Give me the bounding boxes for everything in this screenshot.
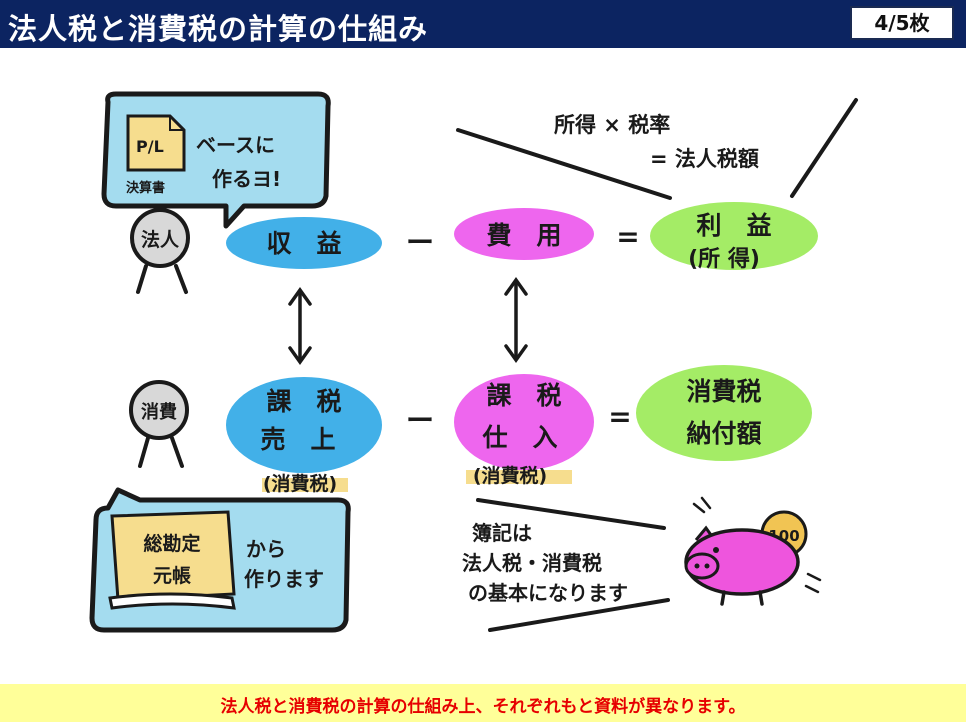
formula-note-line2: = 法人税額 (650, 147, 759, 171)
double-arrow-icon (288, 286, 312, 366)
highlight-mark (262, 478, 348, 492)
formula-note-line1: 所得 × 税率 (554, 113, 670, 137)
corporate-bubble-line2: 作るヨ! (212, 167, 281, 191)
expense-ellipse (454, 208, 594, 260)
double-arrow-icon (504, 276, 528, 364)
bookkeeping-note-line3: の基本になります (468, 581, 628, 605)
tax-calculation-diagram: P/L 決算書 ベースに 作るヨ! 法人 消費 総勘定 元帳 から 作ります 所… (89, 91, 858, 633)
ledger-book-line1: 総勘定 (143, 532, 200, 555)
page-title: 法人税と消費税の計算の仕組み (8, 12, 429, 46)
profit-label: 利 益 (696, 211, 771, 240)
consumption-bubble-line2: 作ります (244, 567, 324, 591)
title-bar: 法人税と消費税の計算の仕組み 4/5枚 (0, 0, 966, 48)
taxable-sales-line1: 課 税 (266, 387, 341, 416)
footer-banner: 法人税と消費税の計算の仕組み上、それぞれもと資料が異なります。 (0, 684, 966, 722)
consumption-tax-line2: 納付額 (686, 419, 761, 448)
consumption-label: 消費 (141, 401, 177, 423)
corporate-bubble-line1: ベースに (196, 133, 275, 157)
revenue-ellipse (226, 217, 382, 269)
revenue-label: 収 益 (266, 229, 341, 258)
piggy-bank-icon: 100 (684, 496, 822, 606)
decorative-stroke (790, 98, 858, 198)
corporate-speech-bubble: P/L 決算書 ベースに 作るヨ! (101, 91, 331, 229)
minus-sign: ー (406, 404, 434, 437)
corporate-person-figure: 法人 (130, 208, 190, 294)
document-icon: P/L (126, 114, 186, 172)
taxable-purchases-line1: 課 税 (486, 381, 561, 410)
page-indicator: 4/5枚 (850, 6, 954, 40)
taxable-sales-line2: 売 上 (260, 425, 335, 454)
bookkeeping-note-line1: 簿記は (472, 521, 532, 545)
consumption-person-figure: 消費 (129, 380, 189, 468)
taxable-purchases-line2: 仕 入 (481, 423, 557, 452)
document-icon-text: P/L (136, 137, 164, 156)
consumption-bubble-line1: から (246, 537, 286, 561)
ledger-book-line2: 元帳 (153, 564, 191, 587)
consumption-tax-payable-ellipse (636, 365, 812, 461)
footer-message: 法人税と消費税の計算の仕組み上、それぞれもと資料が異なります。 (220, 697, 746, 717)
document-caption: 決算書 (126, 180, 165, 196)
expense-label: 費 用 (485, 221, 561, 250)
taxable-sales-sub: (消費税) (263, 472, 337, 495)
bookkeeping-note-line2: 法人税・消費税 (462, 551, 602, 575)
consumption-speech-bubble: 総勘定 元帳 から 作ります (89, 487, 351, 633)
taxable-sales-ellipse (226, 377, 382, 473)
corporate-label: 法人 (141, 228, 180, 251)
highlight-mark (466, 470, 572, 484)
decorative-stroke (456, 128, 672, 200)
equals-sign: = (608, 400, 631, 433)
ledger-book-icon: 総勘定 元帳 (108, 510, 236, 610)
consumption-tax-line1: 消費税 (686, 377, 761, 406)
taxable-purchases-sub: (消費税) (473, 464, 547, 487)
income-label: (所 得) (688, 246, 760, 272)
profit-ellipse (650, 202, 818, 270)
decorative-stroke (488, 598, 670, 632)
minus-sign: ー (406, 226, 434, 259)
taxable-purchases-ellipse (454, 374, 594, 470)
decorative-stroke (476, 498, 666, 530)
equals-sign: = (616, 220, 639, 253)
